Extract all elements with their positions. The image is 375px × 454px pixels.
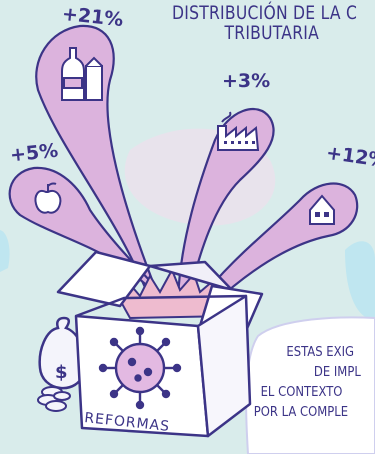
- bubble-industry: [176, 108, 275, 302]
- note-line-4: POR LA COMPLE: [253, 404, 349, 420]
- house-icon: [309, 194, 335, 225]
- page-title: DISTRIBUCIÓN DE LA C TRIBUTARIA: [172, 3, 375, 43]
- box-top-edge: [75, 294, 247, 318]
- apple-icon: [34, 182, 62, 214]
- note-line-2: DE IMPL: [313, 364, 361, 380]
- money-bag-icon: $: [38, 316, 87, 390]
- bottle-icon: [61, 47, 103, 101]
- svg-text:$: $: [55, 362, 68, 383]
- side-note: ESTAS EXIG DE IMPL EL CONTEXTO POR LA CO…: [252, 342, 375, 422]
- percent-industry: +3%: [222, 70, 271, 92]
- note-line-3: EL CONTEXTO: [260, 384, 343, 400]
- reform-box: [56, 250, 264, 438]
- factory-icon: [217, 111, 260, 151]
- title-line-2: TRIBUTARIA: [224, 22, 320, 44]
- note-line-1: ESTAS EXIG: [286, 344, 355, 360]
- box-flap-back: [148, 260, 234, 292]
- box-side: [196, 294, 252, 438]
- coins-icon: [37, 386, 71, 412]
- virus-icon: [98, 326, 182, 410]
- title-line-1: DISTRIBUCIÓN DE LA C: [172, 2, 358, 24]
- background-blob-right: [345, 241, 375, 320]
- background-blob-left: [0, 230, 10, 272]
